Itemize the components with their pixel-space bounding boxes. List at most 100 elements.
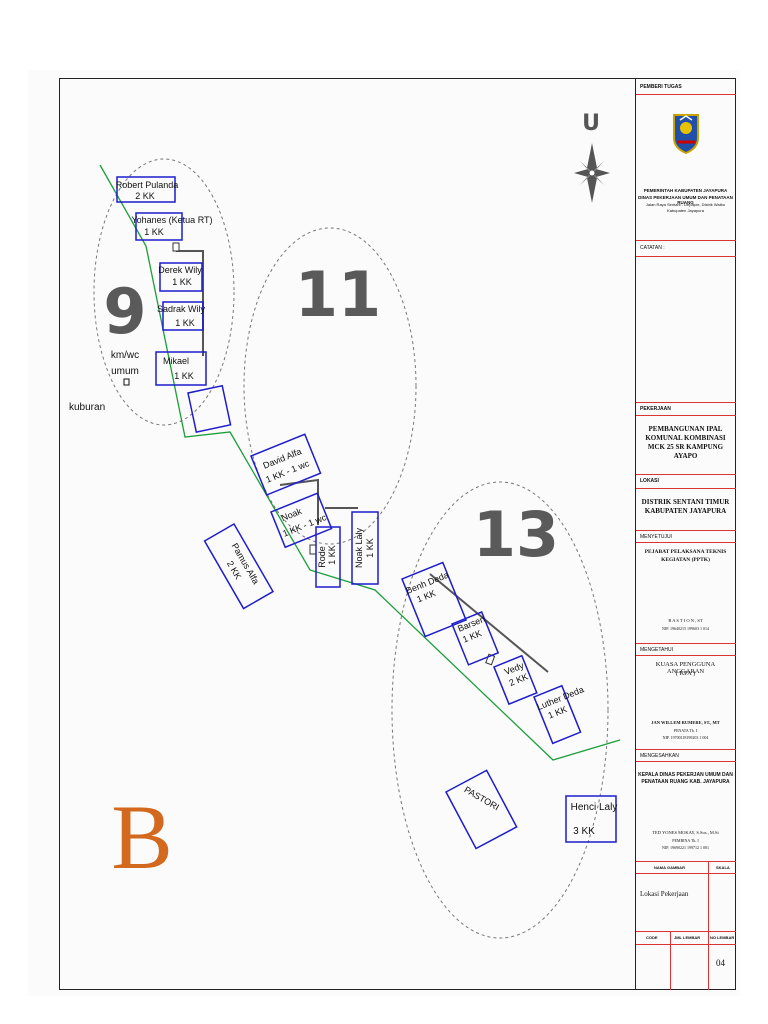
house-pastori: PASTORI: [444, 769, 518, 850]
divider: [636, 655, 736, 656]
zone-9-boundary: [93, 158, 235, 426]
house-pamus-alfa: Pamus Alfa 2 KK: [203, 522, 275, 610]
svg-text:1 KK: 1 KK: [144, 227, 164, 237]
svg-text:1 KK: 1 KK: [175, 318, 195, 328]
svg-text:PASTORI: PASTORI: [462, 784, 501, 812]
code-caption: CODE: [646, 935, 658, 940]
svg-text:1 KK: 1 KK: [327, 545, 337, 565]
divider: [636, 944, 736, 945]
drawing-frame: [59, 78, 736, 990]
zone-11-boundary: [243, 227, 417, 545]
house-noak-laly: Noak Laly 1 KK: [351, 511, 379, 585]
mengetahui-caption: MENGETAHUI: [640, 647, 673, 653]
north-label: U: [582, 111, 600, 136]
svg-text:Sadrak Wily: Sadrak Wily: [157, 304, 206, 314]
pemberi-tugas-caption: PEMBERI TUGAS: [640, 84, 682, 90]
divider: [670, 931, 671, 990]
unlabeled-building: [187, 384, 232, 434]
compass-rose-icon: [574, 143, 610, 203]
divider: [636, 861, 736, 862]
house-yohanes: Yohanes (Ketua RT) 1 KK: [131, 212, 213, 241]
house-vedy: Vedy 2 KK: [493, 654, 538, 706]
pptk-nip: NIP. 19640215 199603 1 014: [661, 626, 709, 631]
divider: [708, 861, 709, 931]
house-mikael: Mikael 1 KK: [155, 351, 207, 386]
house-noak: Noak 1 KK - 1 wc: [270, 492, 333, 549]
svg-text:2 KK: 2 KK: [135, 191, 155, 201]
svg-text:Derek Wily: Derek Wily: [158, 265, 202, 275]
divider: [636, 643, 736, 644]
divider: [636, 873, 736, 874]
svg-text:3 KK: 3 KK: [573, 826, 595, 837]
divider: [636, 415, 736, 416]
pptk-name: B A S T I O N , ST: [668, 618, 703, 623]
sheet-number: 04: [716, 958, 725, 968]
svg-text:Noak Laly: Noak Laly: [354, 527, 364, 568]
zone-number-13: 13: [473, 498, 559, 571]
svg-text:1 KK: 1 KK: [174, 371, 194, 381]
house-robert-pulanda: Robert Pulanda 2 KK: [116, 176, 179, 203]
divider: [636, 761, 736, 762]
divider: [636, 542, 736, 543]
svg-text:Mikael: Mikael: [163, 356, 189, 366]
umum-label: umum: [111, 366, 139, 377]
org-address-1: Jalan Raya Sentani - Depapre, Distrik Wa…: [645, 202, 726, 207]
svg-text:1 KK: 1 KK: [172, 277, 192, 287]
kpa-title: KUASA PENGGUNA ANGGARAN: [655, 661, 716, 675]
skala-caption: SKALA: [716, 865, 730, 870]
divider: [636, 240, 736, 241]
septic-marker-2: [309, 544, 317, 555]
org-line-1: PEMERINTAH KABUPATEN JAYAPURA: [643, 188, 728, 193]
svg-text:Noak: Noak: [280, 506, 304, 523]
wc-marker: [123, 378, 130, 386]
house-luther-deda: Luther Deda 1 KK: [533, 684, 585, 745]
no-lembar-caption: NO LEMBAR: [710, 935, 735, 940]
divider: [636, 530, 736, 531]
house-henci-laly: Henci Laly 3 KK: [565, 795, 618, 843]
nama-gambar-caption: NAMA GAMBAR: [654, 865, 685, 870]
svg-text:1 KK: 1 KK: [365, 538, 375, 558]
project-title: PEMBANGUNAN IPAL KOMUNAL KOMBINASI MCK 2…: [645, 425, 726, 460]
septic-marker-1: [172, 242, 180, 252]
pekerjaan-caption: PEKERJAAN: [640, 406, 671, 412]
divider: [636, 256, 736, 257]
kadis-nip: NIP. 19690221 199712 1 001: [661, 845, 709, 850]
svg-text:Rode: Rode: [317, 546, 327, 568]
lokasi-caption: LOKASI: [640, 478, 659, 484]
org-address-2: Kabupaten Jayapura: [667, 208, 704, 213]
kadis-title: KEPALA DINAS PEKERJAN UMUM DAN PENATAAN …: [638, 772, 733, 785]
svg-text:Henci Laly: Henci Laly: [571, 802, 618, 813]
svg-text:Yohanes (Ketua RT): Yohanes (Ketua RT): [131, 215, 212, 225]
catatan-label: CATATAN :: [640, 245, 665, 251]
house-rode: Rode 1 KK: [315, 526, 341, 588]
kmwc-label: km/wc: [111, 350, 139, 361]
kpa-rank: PENATA Tk. I: [673, 728, 698, 733]
kpa-name: JAN WILLEM RUMERE, ST., MT: [651, 720, 720, 725]
drawing-name: Lokasi Pekerjaan: [640, 890, 689, 898]
svg-text:Robert Pulanda: Robert Pulanda: [116, 180, 179, 190]
kpa-abbr: ( KPA ): [675, 670, 696, 677]
kadis-name: TED YONES MOKAY, S.Sos., M.Si: [652, 830, 719, 835]
title-block: PEMBERI TUGAS PEMERINTAH KABUPATEN JAYAP…: [635, 78, 736, 990]
menyetujui-caption: MENYETUJUI: [640, 534, 672, 540]
pipe-network: [99, 164, 621, 761]
divider: [708, 931, 709, 990]
drawing-sheet: [28, 70, 740, 996]
location-text: DISTRIK SENTANI TIMUR KABUPATEN JAYAPURA: [641, 498, 730, 515]
divider: [636, 402, 736, 403]
zone-number-9: 9: [103, 275, 146, 348]
jml-lembar-caption: JML LEMBAR: [674, 935, 701, 940]
pptk-title: PEJABAT PELAKSANA TEKNIS KEGIATAN (PPTK): [644, 549, 727, 563]
kuburan-label: kuburan: [69, 402, 105, 413]
kadis-rank: PEMBINA Tk. I: [672, 838, 699, 843]
divider: [636, 749, 736, 750]
mengesahkan-caption: MENGESAHKAN: [640, 753, 679, 759]
zone-13-boundary: [391, 481, 609, 939]
kpa-nip: NIP. 19700118199203 1 004: [662, 735, 709, 740]
org-line-2: DINAS PEKERJAAN UMUM DAN PENATAAN RUANG: [638, 195, 733, 205]
kabupaten-emblem-icon: [673, 114, 699, 154]
house-derek-wily: Derek Wily 1 KK: [158, 262, 203, 292]
divider: [636, 94, 736, 95]
divider: [636, 474, 736, 475]
